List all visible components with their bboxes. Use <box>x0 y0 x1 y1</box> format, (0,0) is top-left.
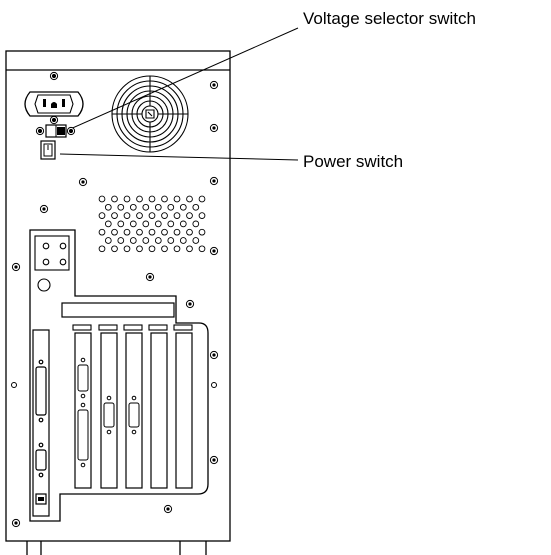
power-switch-leader-line <box>59 153 299 161</box>
fan-grille <box>111 75 189 153</box>
slot-latches <box>72 324 193 331</box>
voltage-selector-switch-label: Voltage selector switch <box>303 9 476 28</box>
vent-hole <box>186 228 193 236</box>
vent-hole <box>192 220 200 228</box>
vent-hole <box>136 228 143 236</box>
vent-hole <box>161 195 168 203</box>
vent-hole <box>192 203 200 211</box>
vent-hole <box>136 195 143 203</box>
vent-hole <box>167 237 175 244</box>
ac-power-inlet <box>24 71 84 125</box>
chassis <box>5 50 231 542</box>
vent-hole <box>142 237 150 244</box>
power-switch-label: Power switch <box>303 152 403 171</box>
vent-hole <box>173 245 181 253</box>
vent-hole <box>117 220 125 228</box>
vent-hole <box>104 220 112 228</box>
horizontal-expansion-slot <box>61 302 175 318</box>
vent-hole <box>167 203 175 211</box>
vent-hole <box>161 245 168 253</box>
vent-hole <box>98 212 106 219</box>
vent-hole <box>173 228 181 236</box>
vent-hole <box>198 212 206 219</box>
vent-hole <box>148 228 156 236</box>
vent-hole <box>111 228 118 236</box>
audio-ports-panel <box>34 235 70 292</box>
vent-hole <box>117 203 125 211</box>
vent-hole <box>98 245 106 253</box>
vent-hole <box>161 212 168 219</box>
vent-hole <box>98 228 106 236</box>
vent-hole <box>161 228 168 236</box>
vent-hole <box>148 195 156 203</box>
vent-hole <box>154 237 162 244</box>
vent-hole <box>104 237 112 244</box>
vent-hole <box>179 237 187 244</box>
vent-hole <box>198 245 206 253</box>
vent-hole <box>98 195 106 203</box>
vent-hole <box>179 220 187 228</box>
vent-hole <box>129 237 137 244</box>
vent-hole <box>117 237 125 244</box>
vent-hole <box>136 245 143 253</box>
vent-hole <box>123 228 131 236</box>
vent-hole <box>186 195 193 203</box>
vent-hole <box>142 203 150 211</box>
chassis-feet <box>26 541 207 555</box>
power-switch <box>40 140 56 160</box>
vent-hole <box>123 245 131 253</box>
ventilation-holes <box>98 195 206 253</box>
vent-hole <box>111 212 118 219</box>
vent-hole <box>111 195 118 203</box>
vent-hole <box>154 203 162 211</box>
vent-hole <box>123 195 131 203</box>
voltage-selector-leader-line <box>67 27 299 131</box>
vent-hole <box>129 220 137 228</box>
vent-hole <box>148 212 156 219</box>
card-connectors <box>77 357 140 468</box>
vent-hole <box>148 245 156 253</box>
vent-hole <box>179 203 187 211</box>
vent-hole <box>123 212 131 219</box>
io-bay-outline <box>29 229 209 522</box>
chassis-open-holes <box>11 382 217 388</box>
onboard-io-strip <box>32 329 50 517</box>
vent-hole <box>173 212 181 219</box>
vent-hole <box>186 212 193 219</box>
vent-hole <box>104 203 112 211</box>
voltage-selector-switch <box>35 124 76 138</box>
vent-hole <box>186 245 193 253</box>
vent-hole <box>111 245 118 253</box>
vent-hole <box>192 237 200 244</box>
vent-hole <box>142 220 150 228</box>
vent-hole <box>173 195 181 203</box>
vent-hole <box>154 220 162 228</box>
vent-hole <box>167 220 175 228</box>
vent-hole <box>198 195 206 203</box>
vent-hole <box>136 212 143 219</box>
vent-hole <box>198 228 206 236</box>
vent-hole <box>129 203 137 211</box>
